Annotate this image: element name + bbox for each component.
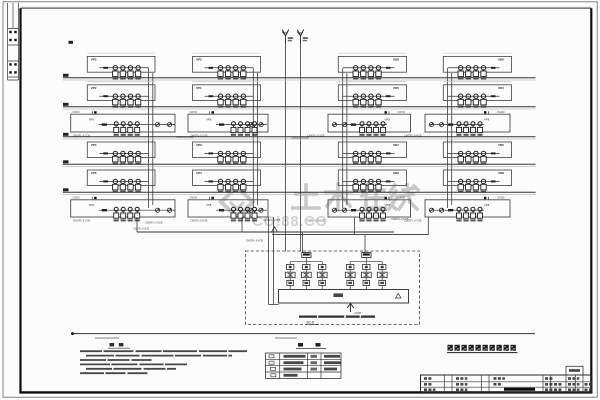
svg-text:VD7: VD7 (393, 143, 399, 147)
svg-text:VP8: VP8 (385, 203, 391, 207)
svg-text:VP8: VP8 (385, 118, 391, 122)
svg-text:VD5: VD5 (393, 86, 399, 90)
svg-text:VP8: VP8 (484, 118, 490, 122)
svg-text:CWDM: CWDM (398, 112, 405, 114)
svg-text:VP4: VP4 (91, 143, 97, 147)
svg-text:BC-8: BC-8 (307, 320, 315, 324)
svg-text:CWDFL-9 5CB: CWDFL-9 5CB (176, 135, 194, 139)
svg-text:VD9: VD9 (393, 171, 399, 175)
svg-text:CWDFL-9 1CB: CWDFL-9 1CB (73, 219, 91, 223)
svg-text:VP5: VP5 (91, 171, 97, 175)
svg-text:VD6: VD6 (498, 58, 504, 62)
svg-text:VD5: VD5 (498, 143, 504, 147)
svg-text:VD8: VD8 (393, 58, 399, 62)
svg-text:VP4: VP4 (196, 171, 202, 175)
svg-text:CWDFL-9 5CB: CWDFL-9 5CB (190, 219, 208, 223)
svg-text:CWDM: CWDM (497, 112, 504, 114)
svg-text:CWDM: CWDM (190, 198, 197, 200)
svg-text:VP2: VP2 (196, 58, 202, 62)
svg-text:CWDFL-9 5CB: CWDFL-9 5CB (145, 221, 163, 225)
svg-text:VD4: VD4 (498, 86, 504, 90)
svg-text:VP8: VP8 (206, 203, 212, 207)
svg-text:CO!88.CO: CO!88.CO (252, 213, 328, 230)
svg-text:CWDFL-9 2CB: CWDFL-9 2CB (190, 134, 208, 138)
svg-text:VP8: VP8 (89, 118, 95, 122)
svg-text:CWDFL-9 5CB: CWDFL-9 5CB (263, 218, 281, 222)
svg-text:CWDFL-9 4CB: CWDFL-9 4CB (404, 134, 422, 138)
svg-text:CWDM: CWDM (398, 198, 405, 200)
svg-text:VP1: VP1 (196, 86, 202, 90)
svg-text:VP3: VP3 (91, 58, 97, 62)
svg-text:CWDFL-9 5CB: CWDFL-9 5CB (291, 136, 309, 140)
svg-text:+30dB: +30dB (354, 311, 362, 315)
svg-text:CWDFL-9 6CB: CWDFL-9 6CB (307, 219, 325, 223)
svg-text:VP2: VP2 (91, 86, 97, 90)
svg-text:VP8: VP8 (89, 203, 95, 207)
svg-text:CWDM: CWDM (190, 112, 197, 114)
svg-text:CWDFL-9 7CB: CWDFL-9 7CB (404, 219, 422, 223)
svg-text:CWDM: CWDM (72, 198, 79, 200)
svg-text:CWDFL-9 4CB: CWDFL-9 4CB (133, 228, 149, 231)
svg-text:VD8: VD8 (498, 171, 504, 175)
svg-text:CWDFL-9 3CB: CWDFL-9 3CB (307, 134, 325, 138)
svg-text:VP8: VP8 (484, 203, 490, 207)
svg-text:CWDFL-9 1CB: CWDFL-9 1CB (73, 134, 91, 138)
svg-text:VP8: VP8 (206, 118, 212, 122)
svg-text:CWDFL-9 4CB: CWDFL-9 4CB (246, 239, 264, 243)
svg-text:CWDM: CWDM (72, 112, 79, 114)
svg-text:VP3: VP3 (196, 143, 202, 147)
svg-text:CWDM: CWDM (497, 198, 504, 200)
svg-text:CWDFL-9 5CB: CWDFL-9 5CB (391, 217, 409, 221)
